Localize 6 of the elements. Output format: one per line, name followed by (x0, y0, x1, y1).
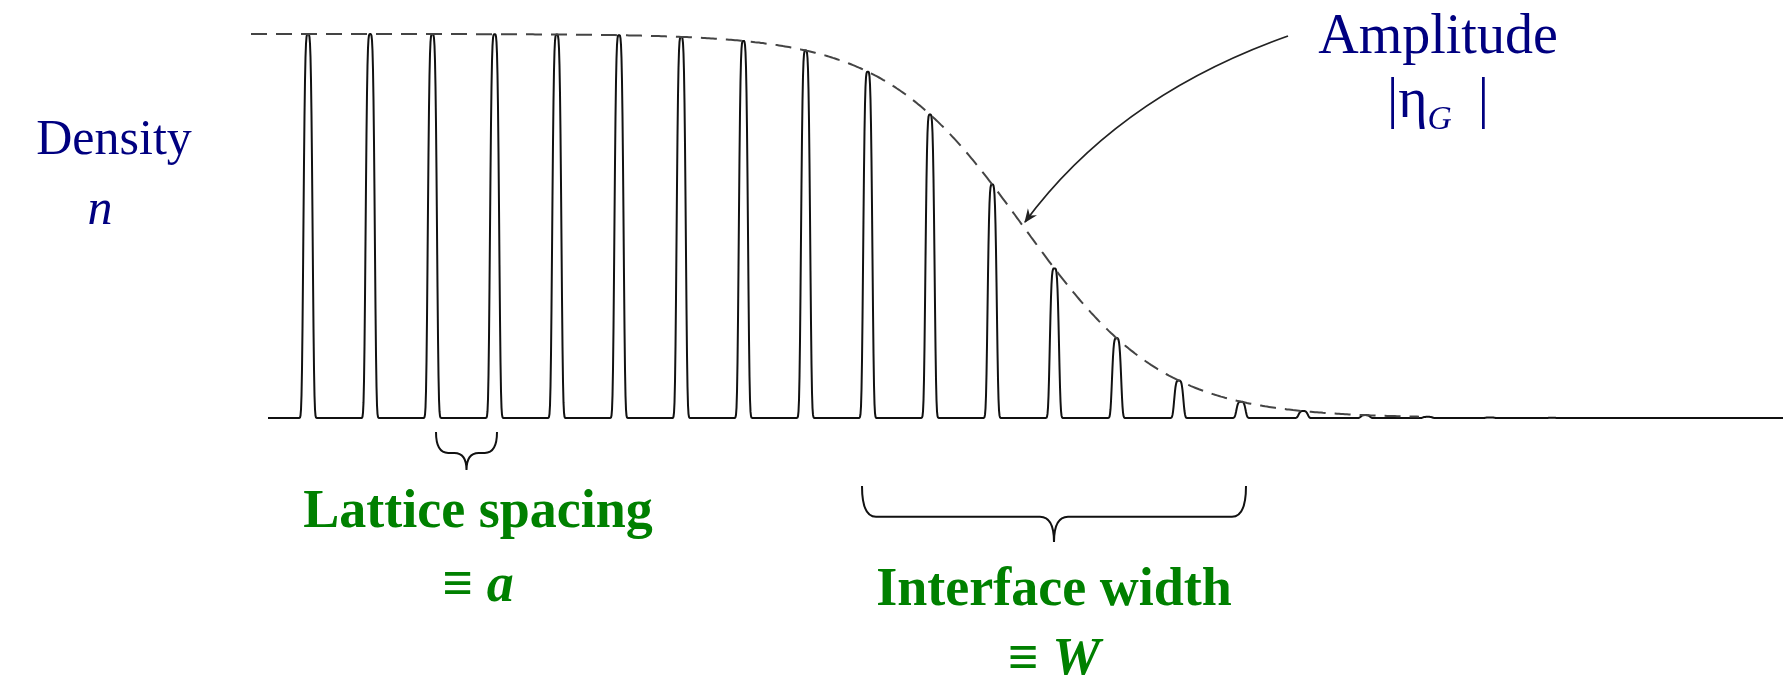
label-text: |η$_{G⃗}$| (1386, 66, 1490, 139)
label-text: Amplitude (1318, 2, 1558, 67)
axis-label: n (87, 182, 113, 232)
leader-arrow (1024, 35, 1289, 223)
axis-label: ≡ a (442, 556, 514, 610)
axis-label: Interface width (876, 560, 1232, 614)
